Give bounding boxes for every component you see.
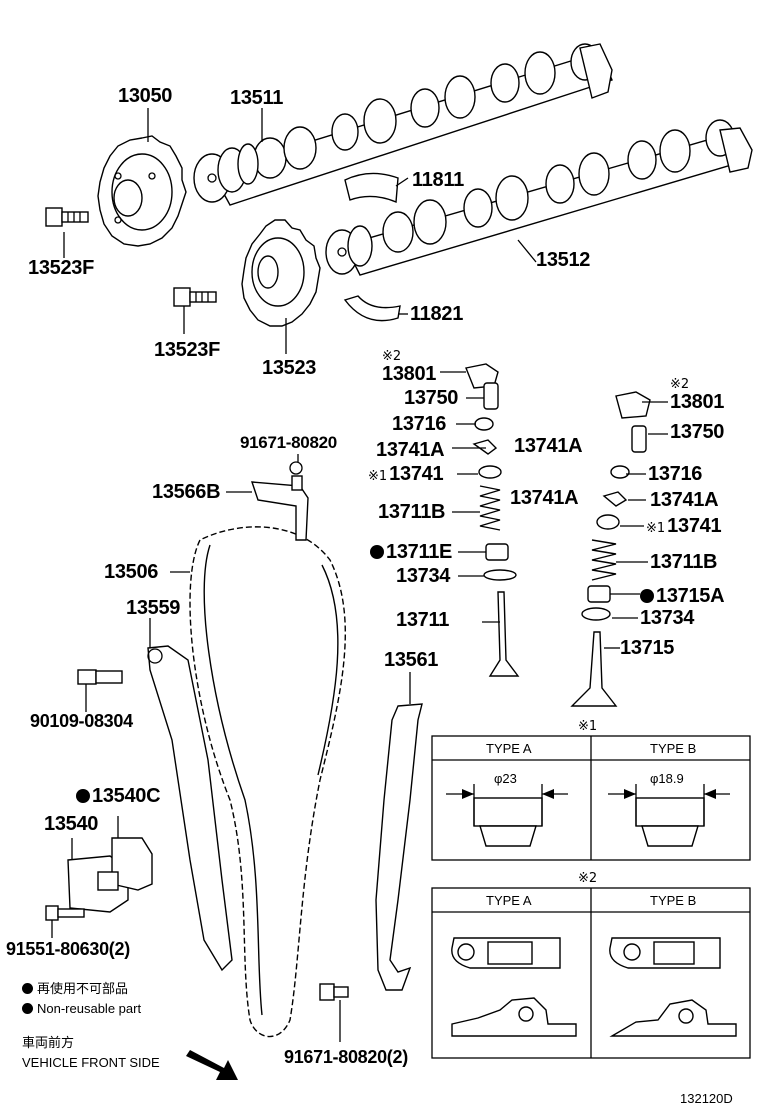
table1-col-a: TYPE A [486, 741, 532, 756]
label-11821: 11821 [410, 303, 464, 325]
label-13540C: 13540C [76, 785, 161, 807]
label-13512: 13512 [536, 249, 591, 271]
chain-tensioner-13540 [67, 837, 153, 913]
nonreusable-dot [640, 589, 654, 603]
vehicle-front-arrow [186, 1050, 238, 1080]
label-13734-left: 13734 [396, 565, 451, 587]
legend-dot [22, 983, 33, 994]
note-mark-1-right: ※1 [646, 521, 666, 536]
label-13801-left: 13801 [382, 363, 437, 385]
label-13511: 13511 [230, 87, 284, 109]
bolt-13523F-b [173, 287, 217, 307]
bearing-11821 [343, 295, 401, 322]
bolt-91671-bottom [319, 983, 349, 1001]
timing-chain [189, 526, 346, 1038]
label-13715A-text: 13715A [656, 585, 725, 607]
exhaust-sprocket [241, 219, 321, 327]
note-mark-1-left: ※1 [368, 469, 388, 484]
label-13540: 13540 [44, 813, 99, 835]
bearing-11811 [344, 172, 399, 204]
label-13566B: 13566B [152, 481, 221, 503]
legend-en: Non-reusable part [22, 1002, 141, 1015]
nonreusable-dot [76, 789, 90, 803]
table1-dim-a: φ23 [494, 771, 517, 786]
label-13734-right: 13734 [640, 607, 695, 629]
valve-train-left [465, 363, 520, 677]
vvt-sprocket [97, 135, 187, 247]
label-13559: 13559 [126, 597, 181, 619]
label-13741A-right-2: 13741A [650, 489, 719, 511]
camshaft-exhaust [325, 119, 753, 276]
front-en: VEHICLE FRONT SIDE [22, 1055, 160, 1070]
chain-damper-13561 [375, 703, 423, 991]
label-13716-left: 13716 [392, 413, 447, 435]
legend-jp: 再使用不可部品 [22, 982, 128, 995]
note-mark-2-left: ※2 [382, 349, 402, 364]
label-13711B-right: 13711B [650, 551, 718, 573]
table1-col-b: TYPE B [650, 741, 697, 756]
legend-dot [22, 1003, 33, 1014]
label-13750-right: 13750 [670, 421, 725, 443]
label-13716-right: 13716 [648, 463, 703, 485]
legend-jp-text: 再使用不可部品 [37, 981, 129, 996]
type-table-1 [431, 735, 751, 861]
front-jp: 車両前方 [22, 1035, 75, 1050]
table2-mark: ※2 [578, 871, 598, 886]
label-13715A: 13715A [640, 585, 725, 607]
bolt-13523F-a [45, 207, 89, 227]
label-13523: 13523 [262, 357, 317, 379]
label-13523F-b: 13523F [154, 339, 221, 361]
table1-dim-b: φ18.9 [650, 771, 684, 786]
label-13050: 13050 [118, 85, 173, 107]
label-13711E: 13711E [370, 542, 452, 562]
label-13540C-text: 13540C [92, 785, 161, 807]
label-13741-left: 13741 [389, 463, 444, 485]
label-91671-top: 91671-80820 [240, 433, 337, 452]
label-13711: 13711 [396, 609, 450, 631]
label-13741-right: 13741 [667, 515, 722, 537]
label-13561: 13561 [384, 649, 439, 671]
note-mark-2-right: ※2 [670, 377, 690, 392]
label-13523F-a: 13523F [28, 257, 95, 279]
label-13801-right: 13801 [670, 391, 725, 413]
label-91551: 91551-80630(2) [6, 939, 130, 959]
label-13750-left: 13750 [404, 387, 459, 409]
label-91671-bottom: 91671-80820(2) [284, 1047, 408, 1067]
table1-mark: ※1 [578, 719, 598, 734]
label-13711E-text: 13711E [386, 541, 453, 563]
bolt-90109 [77, 669, 123, 685]
label-13711B-left: 13711B [378, 501, 446, 523]
chain-slipper-13559 [147, 645, 233, 972]
camshaft-intake [193, 43, 613, 206]
timing-chain-inner [203, 544, 339, 1016]
chain-guide-13566B [251, 461, 309, 541]
label-13741A-left-1: 13741A [376, 439, 445, 461]
label-13506: 13506 [104, 561, 159, 583]
label-11811: 11811 [412, 169, 464, 191]
table2-col-a: TYPE A [486, 893, 532, 908]
label-13741A-right-1: 13741A [510, 487, 579, 509]
label-90109: 90109-08304 [30, 711, 133, 731]
leader-lines [51, 108, 668, 1042]
nonreusable-dot [370, 545, 384, 559]
type-table-2 [431, 887, 751, 1059]
label-13741A-left-2: 13741A [514, 435, 583, 457]
diagram-id: 132120D [680, 1091, 733, 1106]
legend-en-text: Non-reusable part [37, 1001, 142, 1016]
label-13715: 13715 [620, 637, 675, 659]
table2-col-b: TYPE B [650, 893, 697, 908]
